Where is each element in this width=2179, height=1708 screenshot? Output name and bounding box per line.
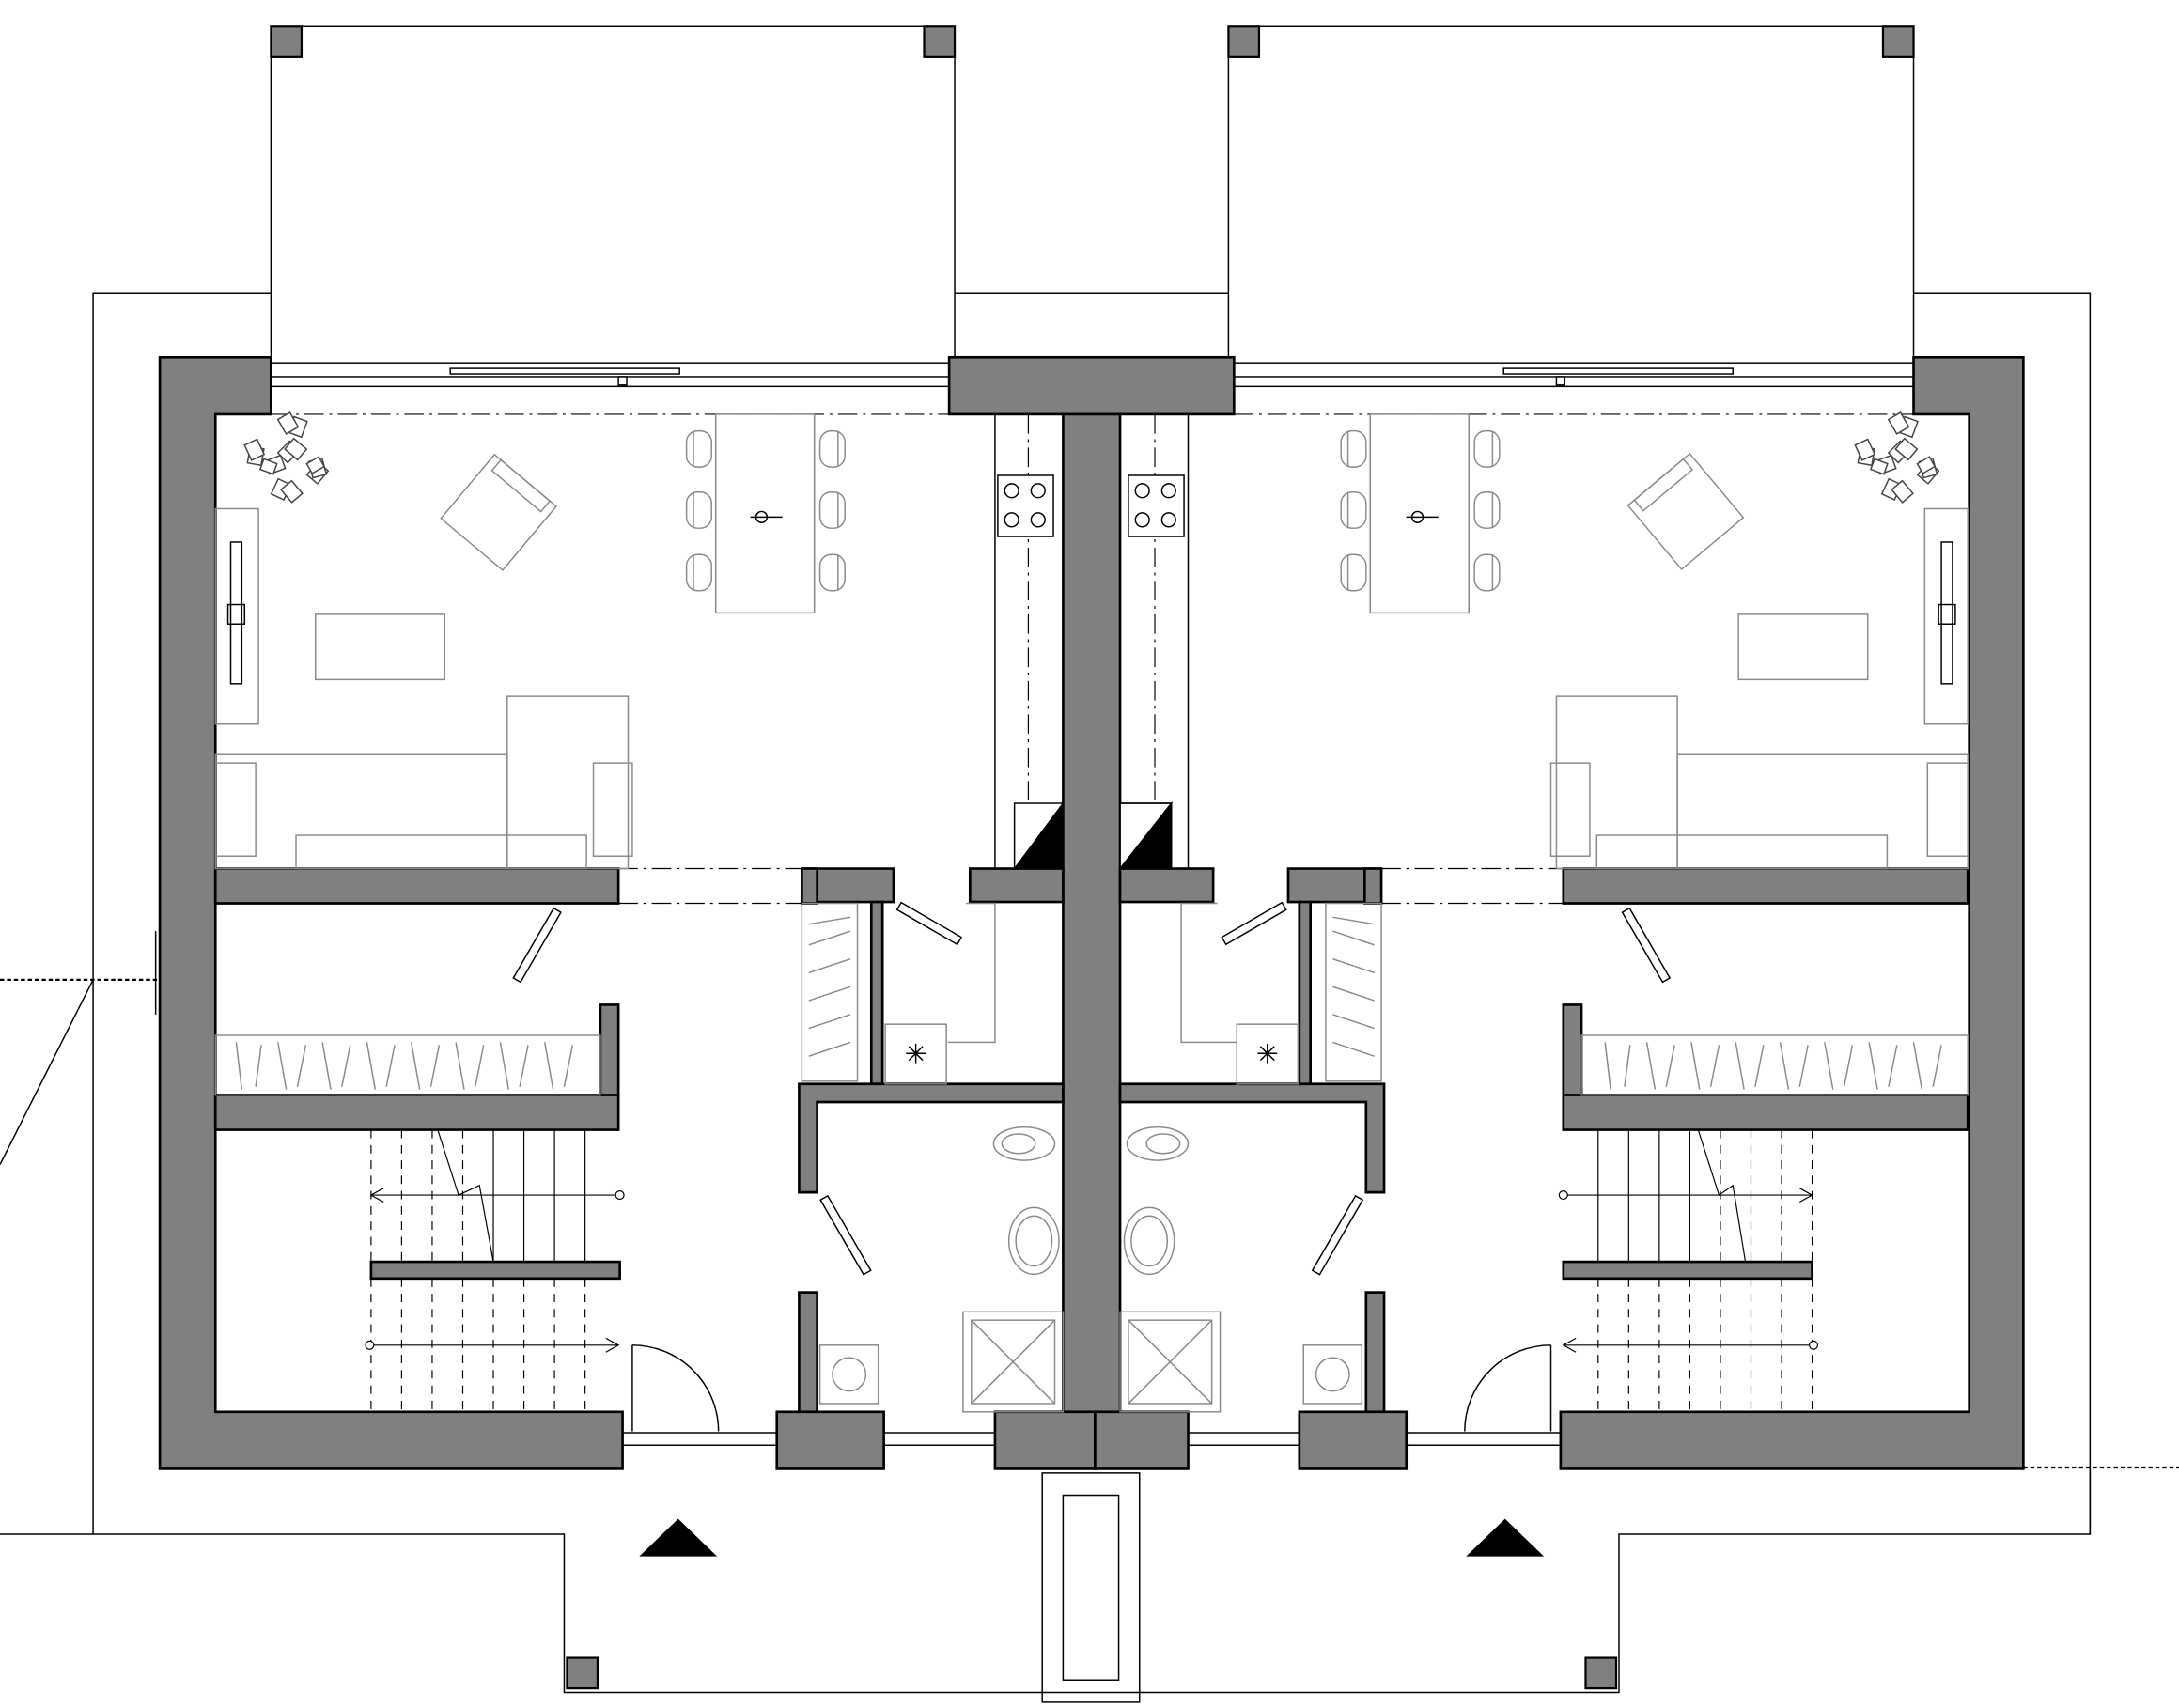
column-posts [270,25,1915,1690]
kitchen-right [1118,413,1190,871]
living-left-furniture [214,411,846,870]
windows [154,367,1915,1447]
interior-doors [512,901,1672,1276]
entrance-doors [631,1344,1552,1432]
walls [158,355,2025,1470]
staircase-right [1558,1129,1819,1412]
site-outline [0,25,2092,1703]
bathrooms [818,1126,1363,1413]
ceiling-lines [271,413,1914,905]
staircase-left [365,1129,625,1412]
property-lines [0,978,2179,1469]
entrance-arrows [639,1518,1545,1557]
living-right-furniture [1340,411,1969,870]
wardrobes [214,902,1969,1096]
kitchen-left [994,413,1065,870]
utility-rooms [884,902,1300,1085]
